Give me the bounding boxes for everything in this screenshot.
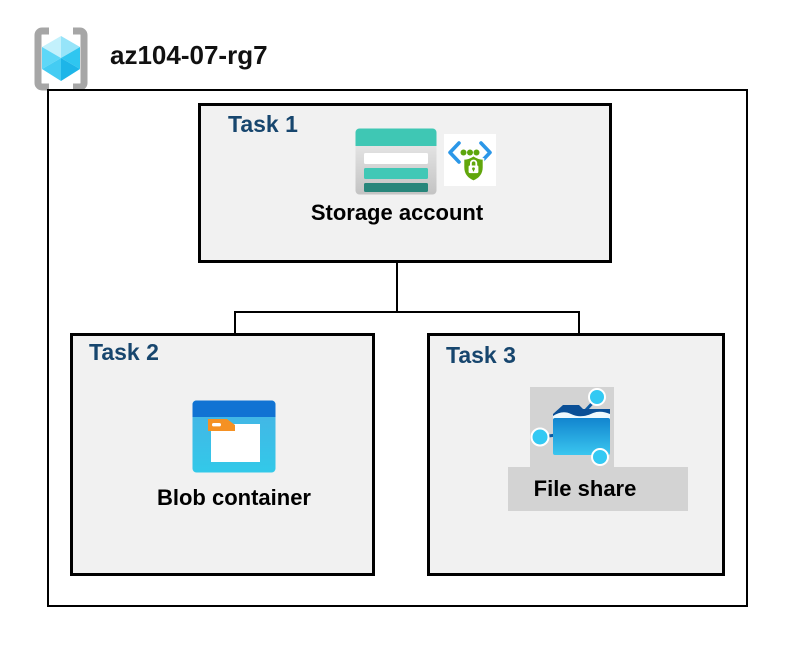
resource-group-title: az104-07-rg7 <box>110 40 268 70</box>
task3-caption: File share <box>508 467 688 511</box>
blob-container-icon <box>192 400 276 473</box>
task1-caption: Storage account <box>310 200 484 225</box>
connector-branch-horizontal <box>234 311 580 313</box>
task2-label: Task 2 <box>89 339 159 365</box>
task2-caption: Blob container <box>156 485 311 510</box>
task1-label: Task 1 <box>228 111 298 137</box>
azure-resource-group-icon <box>34 27 88 91</box>
task3-label: Task 3 <box>446 342 516 368</box>
connector-storage-stem <box>396 263 398 312</box>
file-share-icon <box>530 388 610 466</box>
storage-account-icon <box>355 128 437 195</box>
sas-secure-access-icon <box>444 134 496 186</box>
